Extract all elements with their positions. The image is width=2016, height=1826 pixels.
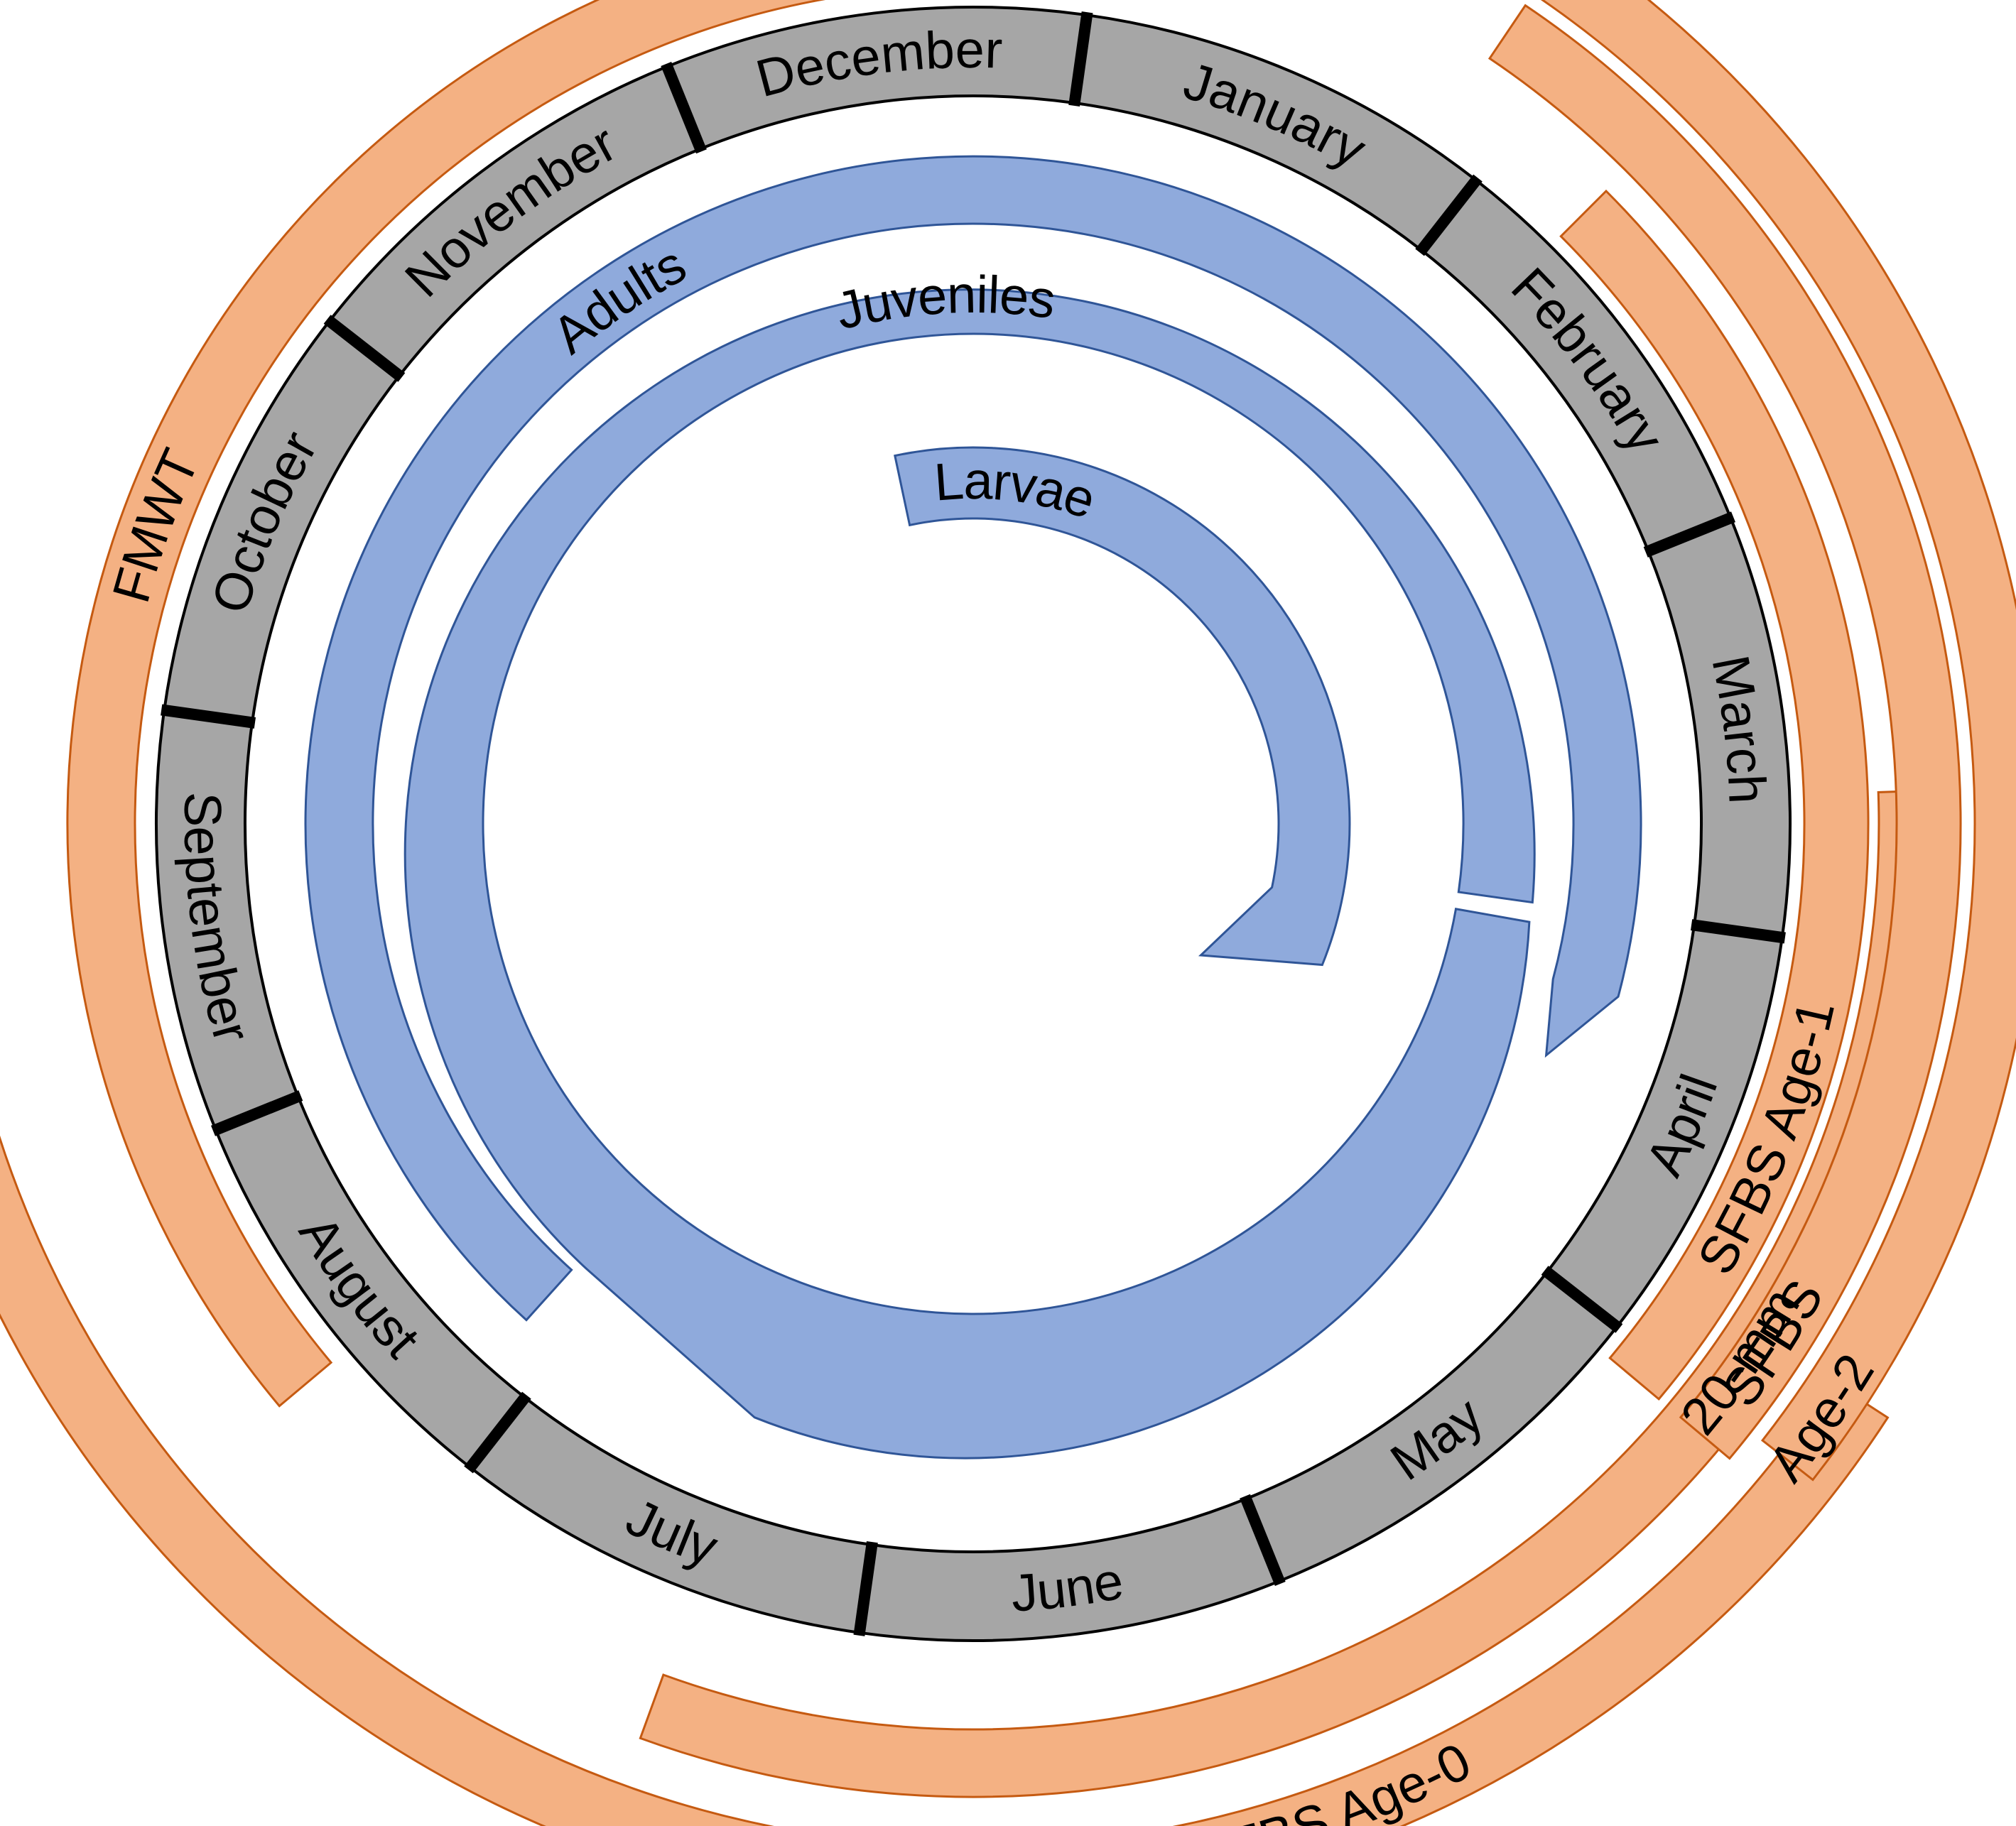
month-label-june: June — [1009, 1550, 1127, 1622]
month-divider — [1643, 511, 1735, 558]
month-label-june-text: June — [1009, 1550, 1127, 1622]
month-divider — [1541, 1266, 1623, 1333]
month-divider — [464, 1391, 531, 1474]
stage-band-larvae — [894, 446, 1351, 967]
month-divider — [853, 1540, 878, 1636]
month-divider — [1068, 11, 1093, 107]
life-stage-bands — [304, 155, 1642, 1460]
survey-arc-sfbs-age-1 — [1559, 189, 1870, 1401]
month-divider — [1690, 919, 1786, 944]
month-divider — [323, 315, 406, 382]
month-divider — [161, 704, 256, 729]
survey-arc-sfbs-age-2-inner — [1487, 4, 1962, 1460]
month-ring — [155, 6, 1792, 1642]
survey-arc-sfbs-age-2-outer — [1540, 0, 2016, 1482]
month-divider — [1240, 1494, 1286, 1586]
survey-arc-fmwt — [66, 0, 826, 1408]
stage-band-adults — [304, 155, 1642, 1322]
stage-band-juveniles — [403, 288, 1536, 1460]
month-divider — [1415, 174, 1483, 256]
month-divider — [211, 1090, 303, 1136]
month-divider — [661, 62, 707, 154]
